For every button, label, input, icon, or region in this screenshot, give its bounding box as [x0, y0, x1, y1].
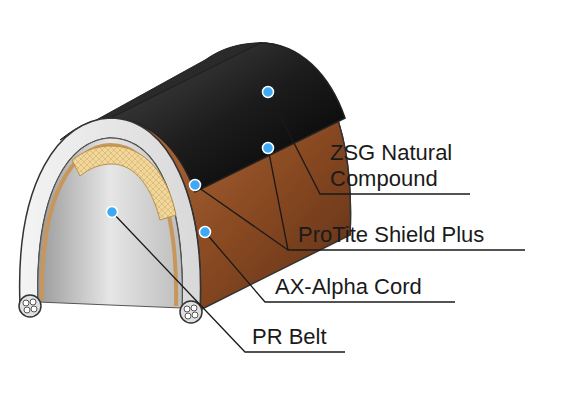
part-label: ZSG Natural Compound [330, 140, 480, 192]
part-label: AX-Alpha Cord [275, 274, 475, 300]
part-label: PR Belt [252, 324, 372, 350]
part-label: ProTite Shield Plus [298, 222, 528, 248]
marker-dots [107, 87, 274, 238]
